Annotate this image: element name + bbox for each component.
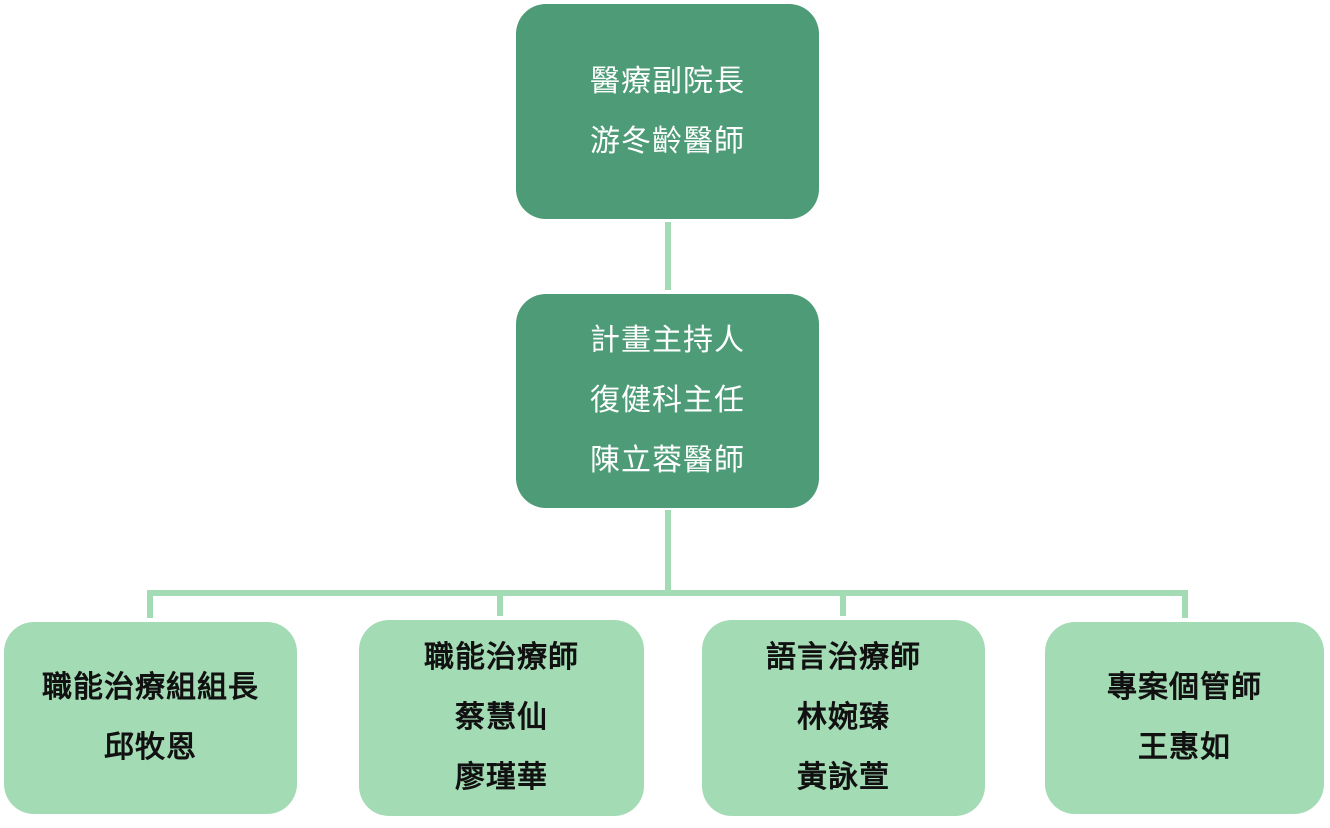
case-manager-name: 王惠如 xyxy=(1138,730,1231,765)
vice-president-box: 醫療副院長 游冬齡醫師 xyxy=(516,4,819,219)
ot-name-2: 廖瑾華 xyxy=(455,760,548,795)
ot-leader-name: 邱牧恩 xyxy=(104,730,197,765)
ot-leader-title: 職能治療組組長 xyxy=(42,670,259,705)
speech-therapist-box: 語言治療師 林婉臻 黃詠萱 xyxy=(702,620,985,816)
vice-president-title: 醫療副院長 xyxy=(590,63,745,99)
ot-title: 職能治療師 xyxy=(424,640,579,675)
st-name-1: 林婉臻 xyxy=(797,700,890,735)
ot-leader-box: 職能治療組組長 邱牧恩 xyxy=(4,622,297,814)
st-name-2: 黃詠萱 xyxy=(797,760,890,795)
department-head-title: 復健科主任 xyxy=(590,383,745,418)
case-manager-title: 專案個管師 xyxy=(1107,670,1262,705)
occupational-therapist-box: 職能治療師 蔡慧仙 廖瑾華 xyxy=(359,620,644,816)
project-director-box: 計畫主持人 復健科主任 陳立蓉醫師 xyxy=(516,294,819,508)
vice-president-name: 游冬齡醫師 xyxy=(590,123,745,159)
st-title: 語言治療師 xyxy=(766,640,921,675)
ot-name-1: 蔡慧仙 xyxy=(455,700,548,735)
project-director-name: 陳立蓉醫師 xyxy=(590,443,745,478)
case-manager-box: 專案個管師 王惠如 xyxy=(1045,622,1324,814)
project-director-title: 計畫主持人 xyxy=(590,323,745,358)
